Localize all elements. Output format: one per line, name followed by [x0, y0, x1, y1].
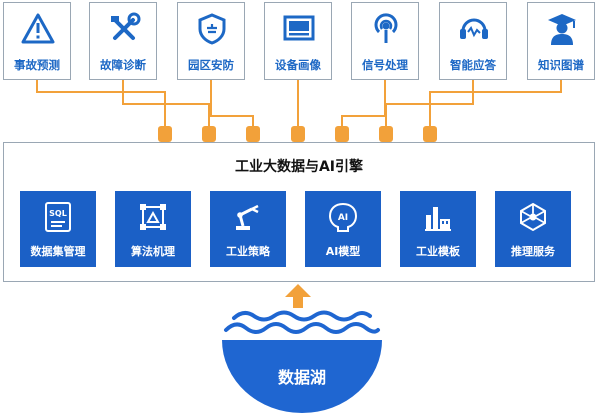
wire-2: [122, 80, 210, 128]
app-label: 故障诊断: [100, 58, 146, 72]
wire-3: [210, 80, 254, 128]
lake-wave-1: [224, 322, 380, 334]
ai-icon-text: AI: [338, 213, 348, 223]
module-inference-service[interactable]: 推理服务: [495, 191, 571, 267]
module-label: AI模型: [325, 245, 361, 258]
engine-title: 工业大数据与AI引擎: [234, 159, 364, 175]
connector-7: [423, 126, 437, 142]
wire-1: [36, 80, 166, 128]
tools-icon: [107, 12, 141, 46]
headset-icon: [457, 12, 491, 46]
sql-icon: SQL: [42, 201, 74, 233]
module-label: 数据集管理: [30, 245, 86, 258]
lake-wave-2: [232, 310, 372, 322]
app-fault-diagnosis[interactable]: 故障诊断: [89, 2, 157, 80]
data-lake-label: 数据湖: [277, 368, 326, 387]
lake-bowl: [222, 340, 382, 413]
algorithm-icon: [137, 201, 169, 233]
factory-icon: [422, 201, 454, 233]
module-label: 算法机理: [131, 245, 175, 258]
connector-1: [158, 126, 172, 142]
connector-5: [335, 126, 349, 142]
connector-4: [291, 126, 305, 142]
connector-lines: [36, 80, 562, 142]
module-algorithm-mechanism[interactable]: 算法机理: [115, 191, 191, 267]
shield-icon: [195, 12, 229, 46]
warning-icon: [21, 12, 55, 46]
ai-engine-panel: 工业大数据与AI引擎 SQL 数据集管理 算法机理 工业策略 AI AI模型 工…: [3, 142, 595, 282]
connector-6: [379, 126, 393, 142]
app-label: 信号处理: [362, 58, 408, 72]
module-label: 工业策略: [226, 245, 270, 258]
wire-7: [429, 80, 562, 128]
module-ai-model[interactable]: AI AI模型: [305, 191, 381, 267]
app-park-security[interactable]: 园区安防: [177, 2, 245, 80]
network-icon: [517, 201, 549, 233]
monitor-icon: [282, 12, 316, 46]
module-dataset-management[interactable]: SQL 数据集管理: [20, 191, 96, 267]
robot-arm-icon: [232, 201, 264, 233]
module-industrial-template[interactable]: 工业模板: [400, 191, 476, 267]
connector-3: [246, 126, 260, 142]
app-label: 智能应答: [450, 58, 496, 72]
graduate-icon: [545, 12, 579, 46]
data-lake-graphic: [222, 310, 382, 413]
connector-2: [202, 126, 216, 142]
app-label: 知识图谱: [538, 58, 584, 72]
app-label: 事故预测: [14, 58, 60, 72]
ai-brain-icon: AI: [327, 201, 359, 233]
app-label: 设备画像: [275, 58, 321, 72]
wire-5: [341, 80, 386, 128]
app-knowledge-graph[interactable]: 知识图谱: [527, 2, 595, 80]
sql-icon-text: SQL: [49, 209, 67, 218]
signal-icon: [369, 12, 403, 46]
module-industrial-strategy[interactable]: 工业策略: [210, 191, 286, 267]
app-accident-prediction[interactable]: 事故预测: [3, 2, 71, 80]
module-label: 工业模板: [416, 245, 460, 258]
app-signal-processing[interactable]: 信号处理: [351, 2, 419, 80]
up-arrow-icon: [285, 284, 311, 308]
app-smart-response[interactable]: 智能应答: [439, 2, 507, 80]
app-device-profile[interactable]: 设备画像: [264, 2, 332, 80]
module-label: 推理服务: [511, 245, 555, 258]
app-label: 园区安防: [188, 58, 234, 72]
